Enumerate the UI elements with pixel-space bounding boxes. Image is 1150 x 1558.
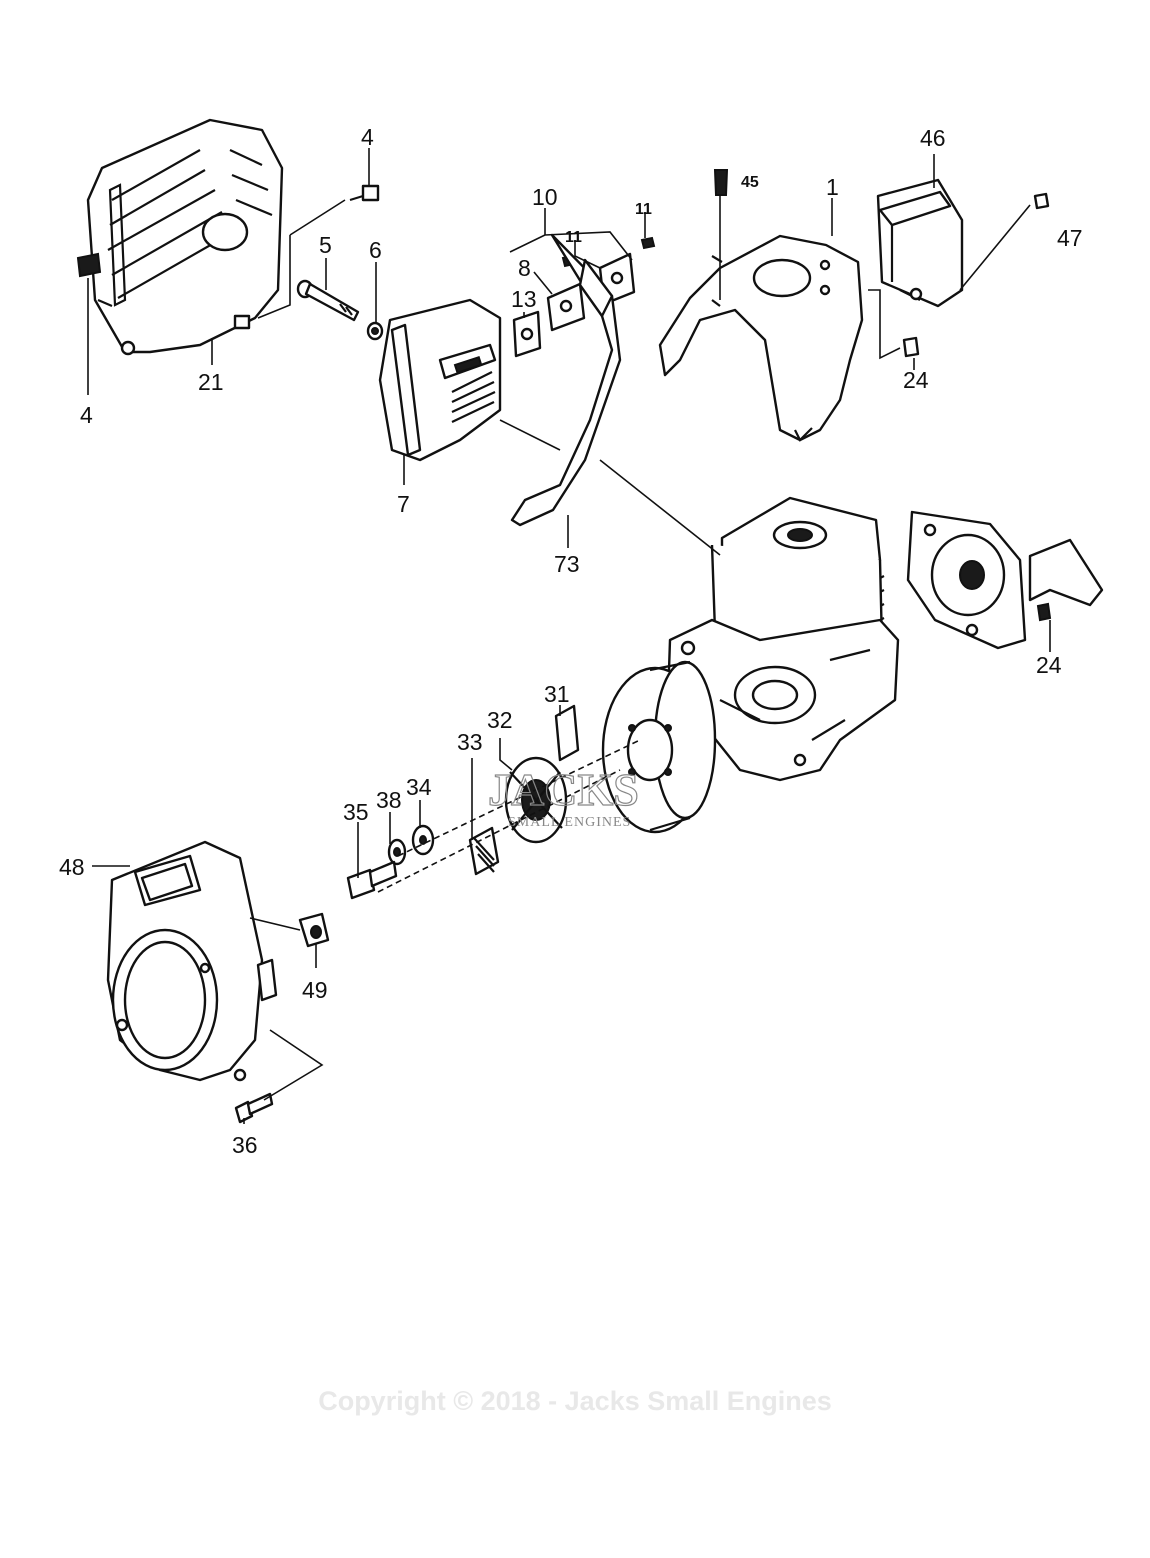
- part-45-screw[interactable]: [713, 169, 729, 196]
- part-4-screw-top[interactable]: [349, 184, 380, 202]
- label-13: 13: [511, 286, 537, 312]
- part-48-fan-housing[interactable]: [106, 840, 278, 1082]
- leader-lines: [87, 148, 1051, 1124]
- part-5-bolt[interactable]: [296, 279, 360, 322]
- label-31: 31: [544, 681, 570, 707]
- label-33: 33: [457, 729, 483, 755]
- label-24-right: 24: [1036, 652, 1062, 678]
- label-38: 38: [376, 787, 402, 813]
- part-24-screw-right[interactable]: [1036, 602, 1052, 622]
- flywheel[interactable]: [601, 660, 717, 834]
- watermark-logo: JACKS SMALL ENGINES: [487, 763, 639, 830]
- part-33-spring[interactable]: [468, 826, 500, 876]
- label-8: 8: [518, 255, 531, 281]
- callout-labels: 4 4 5 6 7 8 10 11 11 13 21 45 1 46 47 24…: [59, 124, 1083, 1158]
- part-6-washer[interactable]: [366, 321, 384, 341]
- label-46: 46: [920, 125, 946, 151]
- label-48: 48: [59, 854, 85, 880]
- copyright-notice: Copyright © 2018 - Jacks Small Engines: [318, 1386, 832, 1416]
- label-35: 35: [343, 799, 369, 825]
- label-11-a: 11: [565, 229, 582, 246]
- label-5: 5: [319, 232, 332, 258]
- label-7: 7: [397, 491, 410, 517]
- part-73-deflector[interactable]: [510, 233, 622, 527]
- label-24-top: 24: [903, 367, 929, 393]
- part-46-filter-cover[interactable]: [876, 178, 964, 308]
- label-47: 47: [1057, 225, 1083, 251]
- part-7-muffler[interactable]: [378, 298, 502, 462]
- label-4-top: 4: [361, 124, 374, 150]
- part-24-screw-top[interactable]: [902, 336, 920, 358]
- label-49: 49: [302, 977, 328, 1003]
- part-49-grommet[interactable]: [298, 912, 330, 948]
- recoil-starter[interactable]: [906, 510, 1104, 650]
- part-13-gasket[interactable]: [512, 310, 542, 358]
- label-6: 6: [369, 237, 382, 263]
- part-35-bolt[interactable]: [346, 860, 398, 900]
- engine-block[interactable]: [666, 496, 900, 782]
- part-8-gasket[interactable]: [546, 282, 586, 332]
- part-11-screw-b[interactable]: [640, 236, 656, 250]
- label-10: 10: [532, 184, 558, 210]
- label-36: 36: [232, 1132, 258, 1158]
- part-4-screw-bottom[interactable]: [76, 252, 102, 278]
- label-34: 34: [406, 774, 432, 800]
- part-21-muffler-shield[interactable]: [86, 118, 284, 356]
- label-4-bottom: 4: [80, 402, 93, 428]
- part-47-screw[interactable]: [1033, 192, 1050, 210]
- label-45: 45: [741, 174, 759, 191]
- svg-text:JACKS: JACKS: [488, 764, 639, 815]
- part-38-washer[interactable]: [387, 838, 407, 866]
- part-10-bracket[interactable]: [598, 252, 636, 306]
- label-73: 73: [554, 551, 580, 577]
- label-1: 1: [826, 174, 839, 200]
- svg-text:SMALL ENGINES: SMALL ENGINES: [508, 815, 631, 830]
- label-11-b: 11: [635, 201, 652, 218]
- part-31-plate[interactable]: [554, 704, 580, 762]
- label-32: 32: [487, 707, 513, 733]
- part-1-engine-cover[interactable]: [658, 234, 864, 442]
- label-21: 21: [198, 369, 224, 395]
